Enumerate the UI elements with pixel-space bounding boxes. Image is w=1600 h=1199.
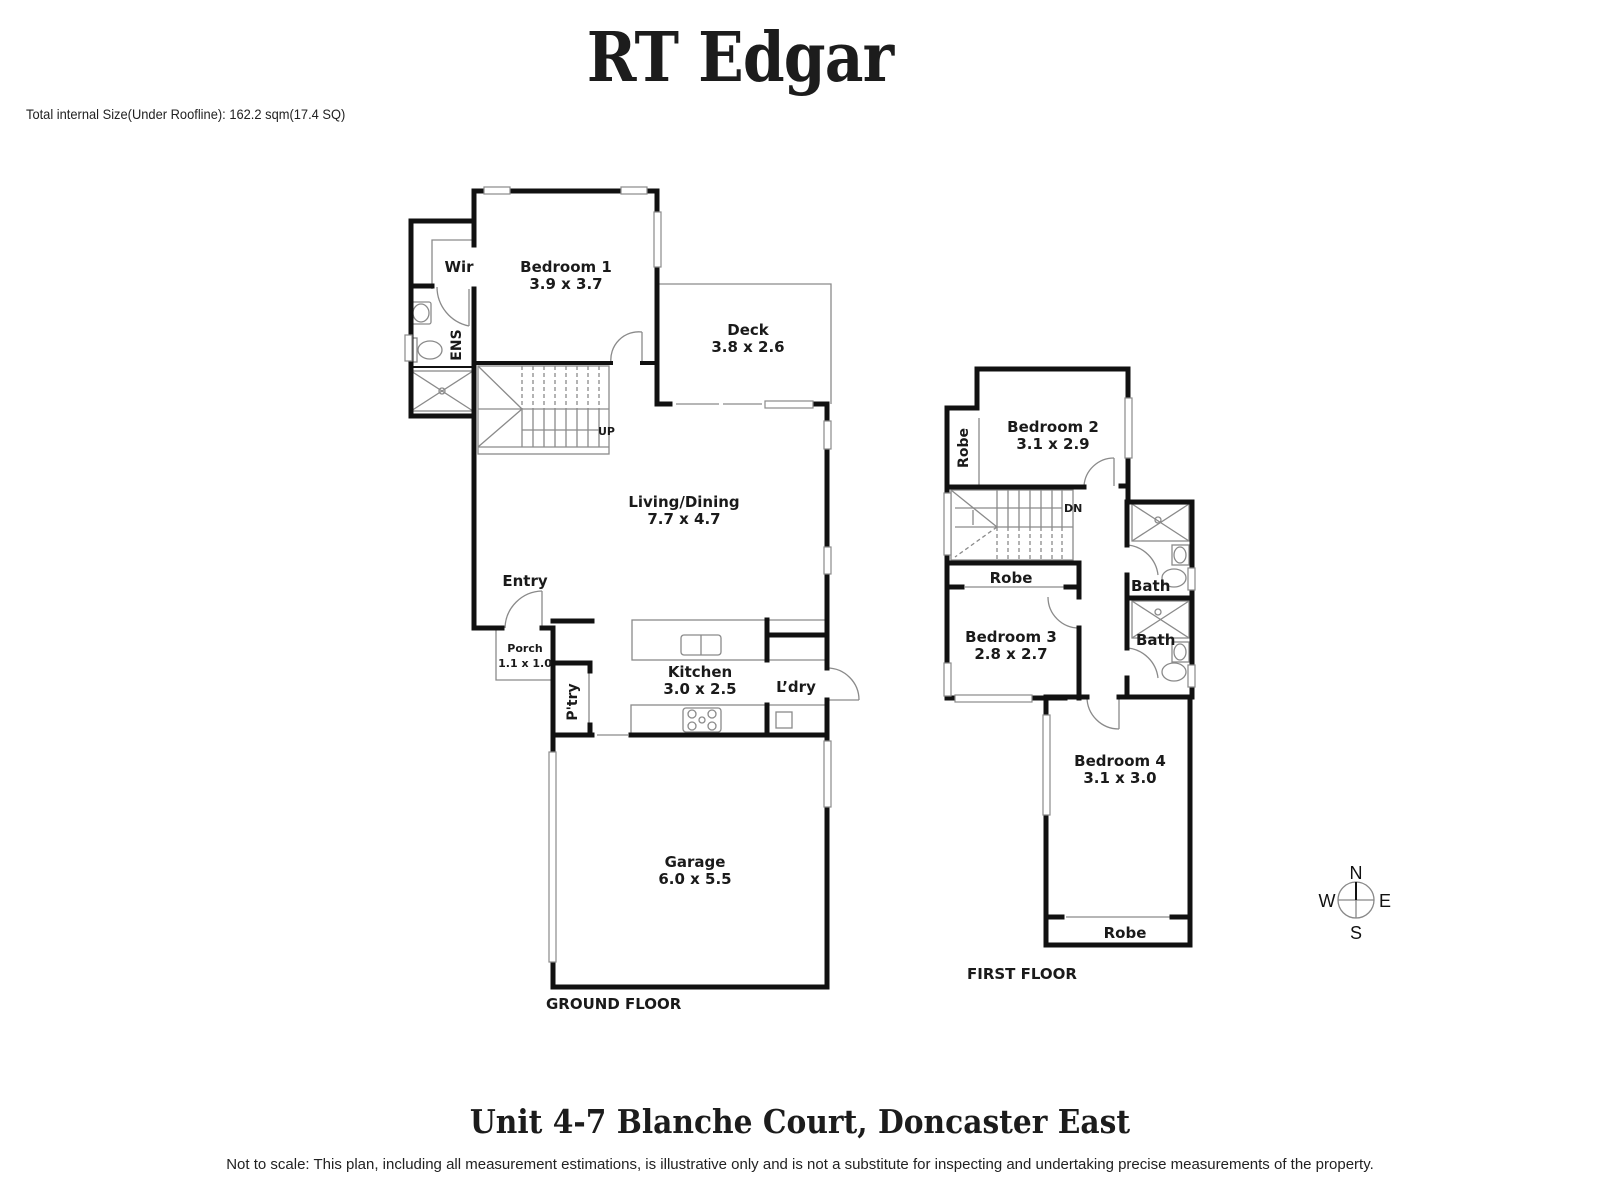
room-label-bedroom2: Bedroom 2 <box>1007 418 1099 436</box>
stairs-down-label: DN <box>1064 502 1082 515</box>
room-dims-bedroom1: 3.9 x 3.7 <box>529 275 602 293</box>
room-label-bath1: Bath <box>1131 577 1170 595</box>
room-label-entry: Entry <box>502 572 547 590</box>
window <box>620 186 648 195</box>
room-dims-deck: 3.8 x 2.6 <box>711 338 784 356</box>
porch-outline <box>495 628 551 681</box>
compass-e: E <box>1379 891 1391 911</box>
window <box>653 211 662 268</box>
room-label-porch: Porch <box>507 642 542 655</box>
basin-icon <box>1171 544 1190 566</box>
basin-icon <box>1171 641 1190 663</box>
window <box>954 694 1033 703</box>
compass-s: S <box>1350 923 1362 943</box>
window <box>943 662 952 697</box>
compass-n: N <box>1350 863 1363 883</box>
window <box>1124 397 1133 459</box>
ground-floor-plan: Bedroom 1 3.9 x 3.7 Wir ENS Deck 3.8 x 2… <box>404 186 860 1013</box>
window <box>823 740 832 808</box>
window <box>404 334 413 362</box>
room-label-robe3: Robe <box>990 569 1033 587</box>
first-floor-plan: Bedroom 2 3.1 x 2.9 Robe DN Robe Bedroom… <box>943 366 1196 983</box>
room-label-kitchen: Kitchen <box>668 663 732 681</box>
room-label-robe2: Robe <box>956 428 972 468</box>
deck-outline <box>659 283 832 404</box>
compass-w: W <box>1319 891 1336 911</box>
room-label-ens: ENS <box>449 329 465 360</box>
room-dims-bedroom4: 3.1 x 3.0 <box>1083 769 1156 787</box>
garage-door <box>548 751 557 963</box>
room-label-bath2: Bath <box>1136 631 1175 649</box>
window <box>1187 664 1196 688</box>
ground-floor-label: GROUND FLOOR <box>546 995 682 1013</box>
room-label-wir: Wir <box>444 258 474 276</box>
room-dims-living: 7.7 x 4.7 <box>647 510 720 528</box>
kitchen-bench-top <box>631 619 768 661</box>
room-label-living: Living/Dining <box>628 493 739 511</box>
compass-icon: N S W E <box>1319 863 1392 943</box>
cooktop-icon <box>682 707 722 733</box>
total-size-note: Total internal Size(Under Roofline): 162… <box>26 106 346 122</box>
window <box>483 186 511 195</box>
property-address: Unit 4-7 Blanche Court, Doncaster East <box>469 1102 1131 1141</box>
room-dims-kitchen: 3.0 x 2.5 <box>663 680 736 698</box>
room-label-laundry: L’dry <box>776 678 816 696</box>
brand-logo: RT Edgar <box>586 18 894 98</box>
shower-icon <box>1131 600 1190 639</box>
laundry-tub-icon <box>775 711 793 729</box>
room-label-pantry: P'try <box>565 683 581 720</box>
room-dims-bedroom2: 3.1 x 2.9 <box>1016 435 1089 453</box>
window <box>1042 714 1051 816</box>
room-label-garage: Garage <box>665 853 726 871</box>
stairs-up-label: UP <box>598 425 615 438</box>
room-label-robe4: Robe <box>1104 924 1147 942</box>
window <box>823 420 832 450</box>
room-dims-porch: 1.1 x 1.0 <box>498 657 552 670</box>
window <box>823 546 832 575</box>
basin-icon <box>410 301 432 325</box>
window <box>1187 567 1196 591</box>
room-label-bedroom4: Bedroom 4 <box>1074 752 1166 770</box>
first-floor-label: FIRST FLOOR <box>967 965 1077 983</box>
toilet-icon <box>1161 568 1187 588</box>
room-dims-garage: 6.0 x 5.5 <box>658 870 731 888</box>
room-label-deck: Deck <box>727 321 770 339</box>
disclaimer-text: Not to scale: This plan, including all m… <box>226 1156 1374 1173</box>
toilet-icon <box>1161 662 1187 682</box>
toilet-icon <box>417 340 443 360</box>
room-label-bedroom1: Bedroom 1 <box>520 258 612 276</box>
sliding-door <box>764 400 814 409</box>
room-dims-bedroom3: 2.8 x 2.7 <box>974 645 1047 663</box>
window <box>943 492 952 556</box>
room-label-bedroom3: Bedroom 3 <box>965 628 1057 646</box>
